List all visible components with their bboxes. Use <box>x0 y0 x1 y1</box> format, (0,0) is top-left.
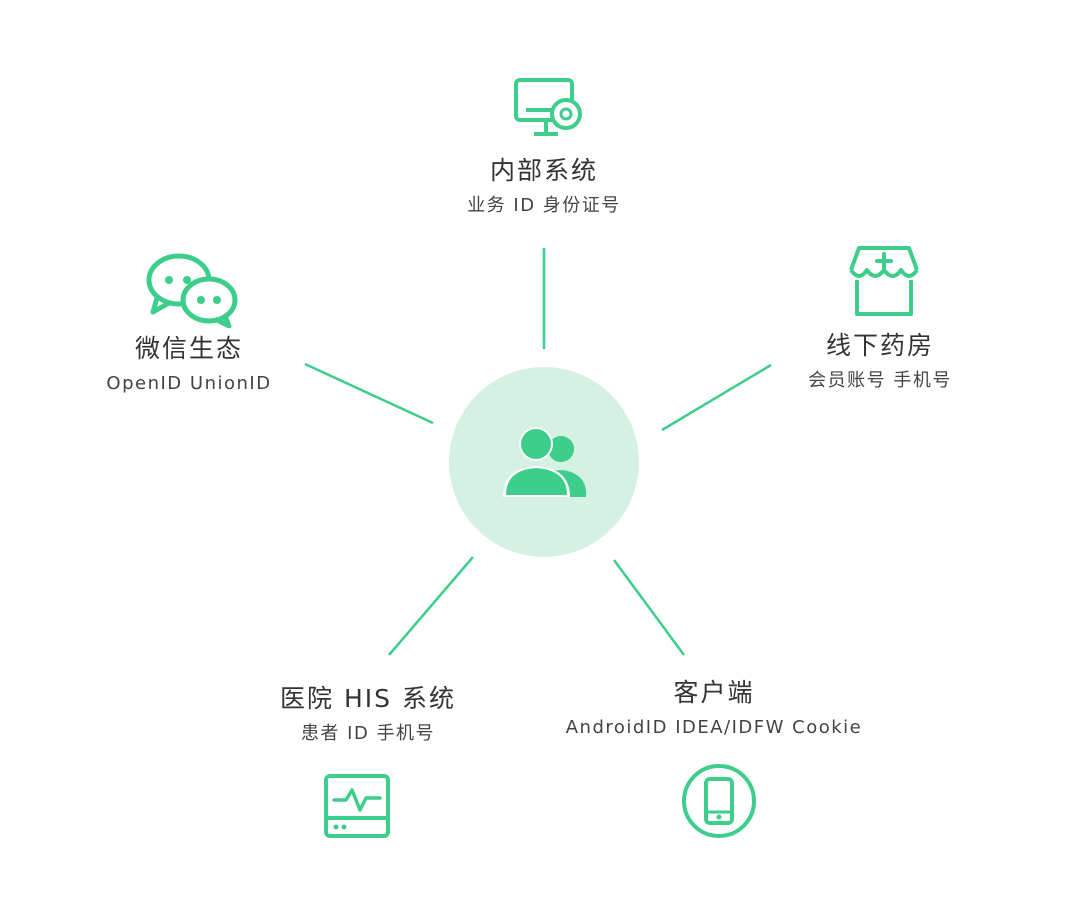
node-title: 微信生态 <box>134 334 243 363</box>
line-client <box>612 559 686 656</box>
node-client: 客户端 AndroidID IDEA/IDFW Cookie <box>534 677 894 741</box>
node-title: 医院 HIS 系统 <box>280 684 456 713</box>
node-subtitle: 业务 ID 身份证号 <box>467 195 621 216</box>
node-subtitle: OpenID UnionID <box>106 373 272 394</box>
line-pharmacy <box>661 363 772 432</box>
node-internal: 内部系统 业务 ID 身份证号 <box>364 155 724 219</box>
center-hub <box>449 367 639 557</box>
users-icon <box>503 427 587 497</box>
node-hospital: 医院 HIS 系统 患者 ID 手机号 <box>188 683 548 747</box>
node-title: 线下药房 <box>825 331 934 360</box>
pharmacy-store-icon <box>849 246 919 316</box>
smartphone-icon <box>682 764 756 838</box>
line-hospital <box>388 556 474 656</box>
node-subtitle: 会员账号 手机号 <box>808 370 952 391</box>
node-title: 客户端 <box>673 678 755 707</box>
node-pharmacy: 线下药房 会员账号 手机号 <box>700 330 1060 394</box>
node-subtitle: AndroidID IDEA/IDFW Cookie <box>565 717 863 738</box>
wechat-icon <box>146 253 238 328</box>
monitor-pulse-icon <box>324 774 390 838</box>
node-subtitle: 患者 ID 手机号 <box>300 723 436 744</box>
node-wechat: 微信生态 OpenID UnionID <box>9 333 369 397</box>
node-title: 内部系统 <box>489 156 598 185</box>
monitor-gear-icon <box>514 78 582 136</box>
line-wechat <box>304 362 434 425</box>
